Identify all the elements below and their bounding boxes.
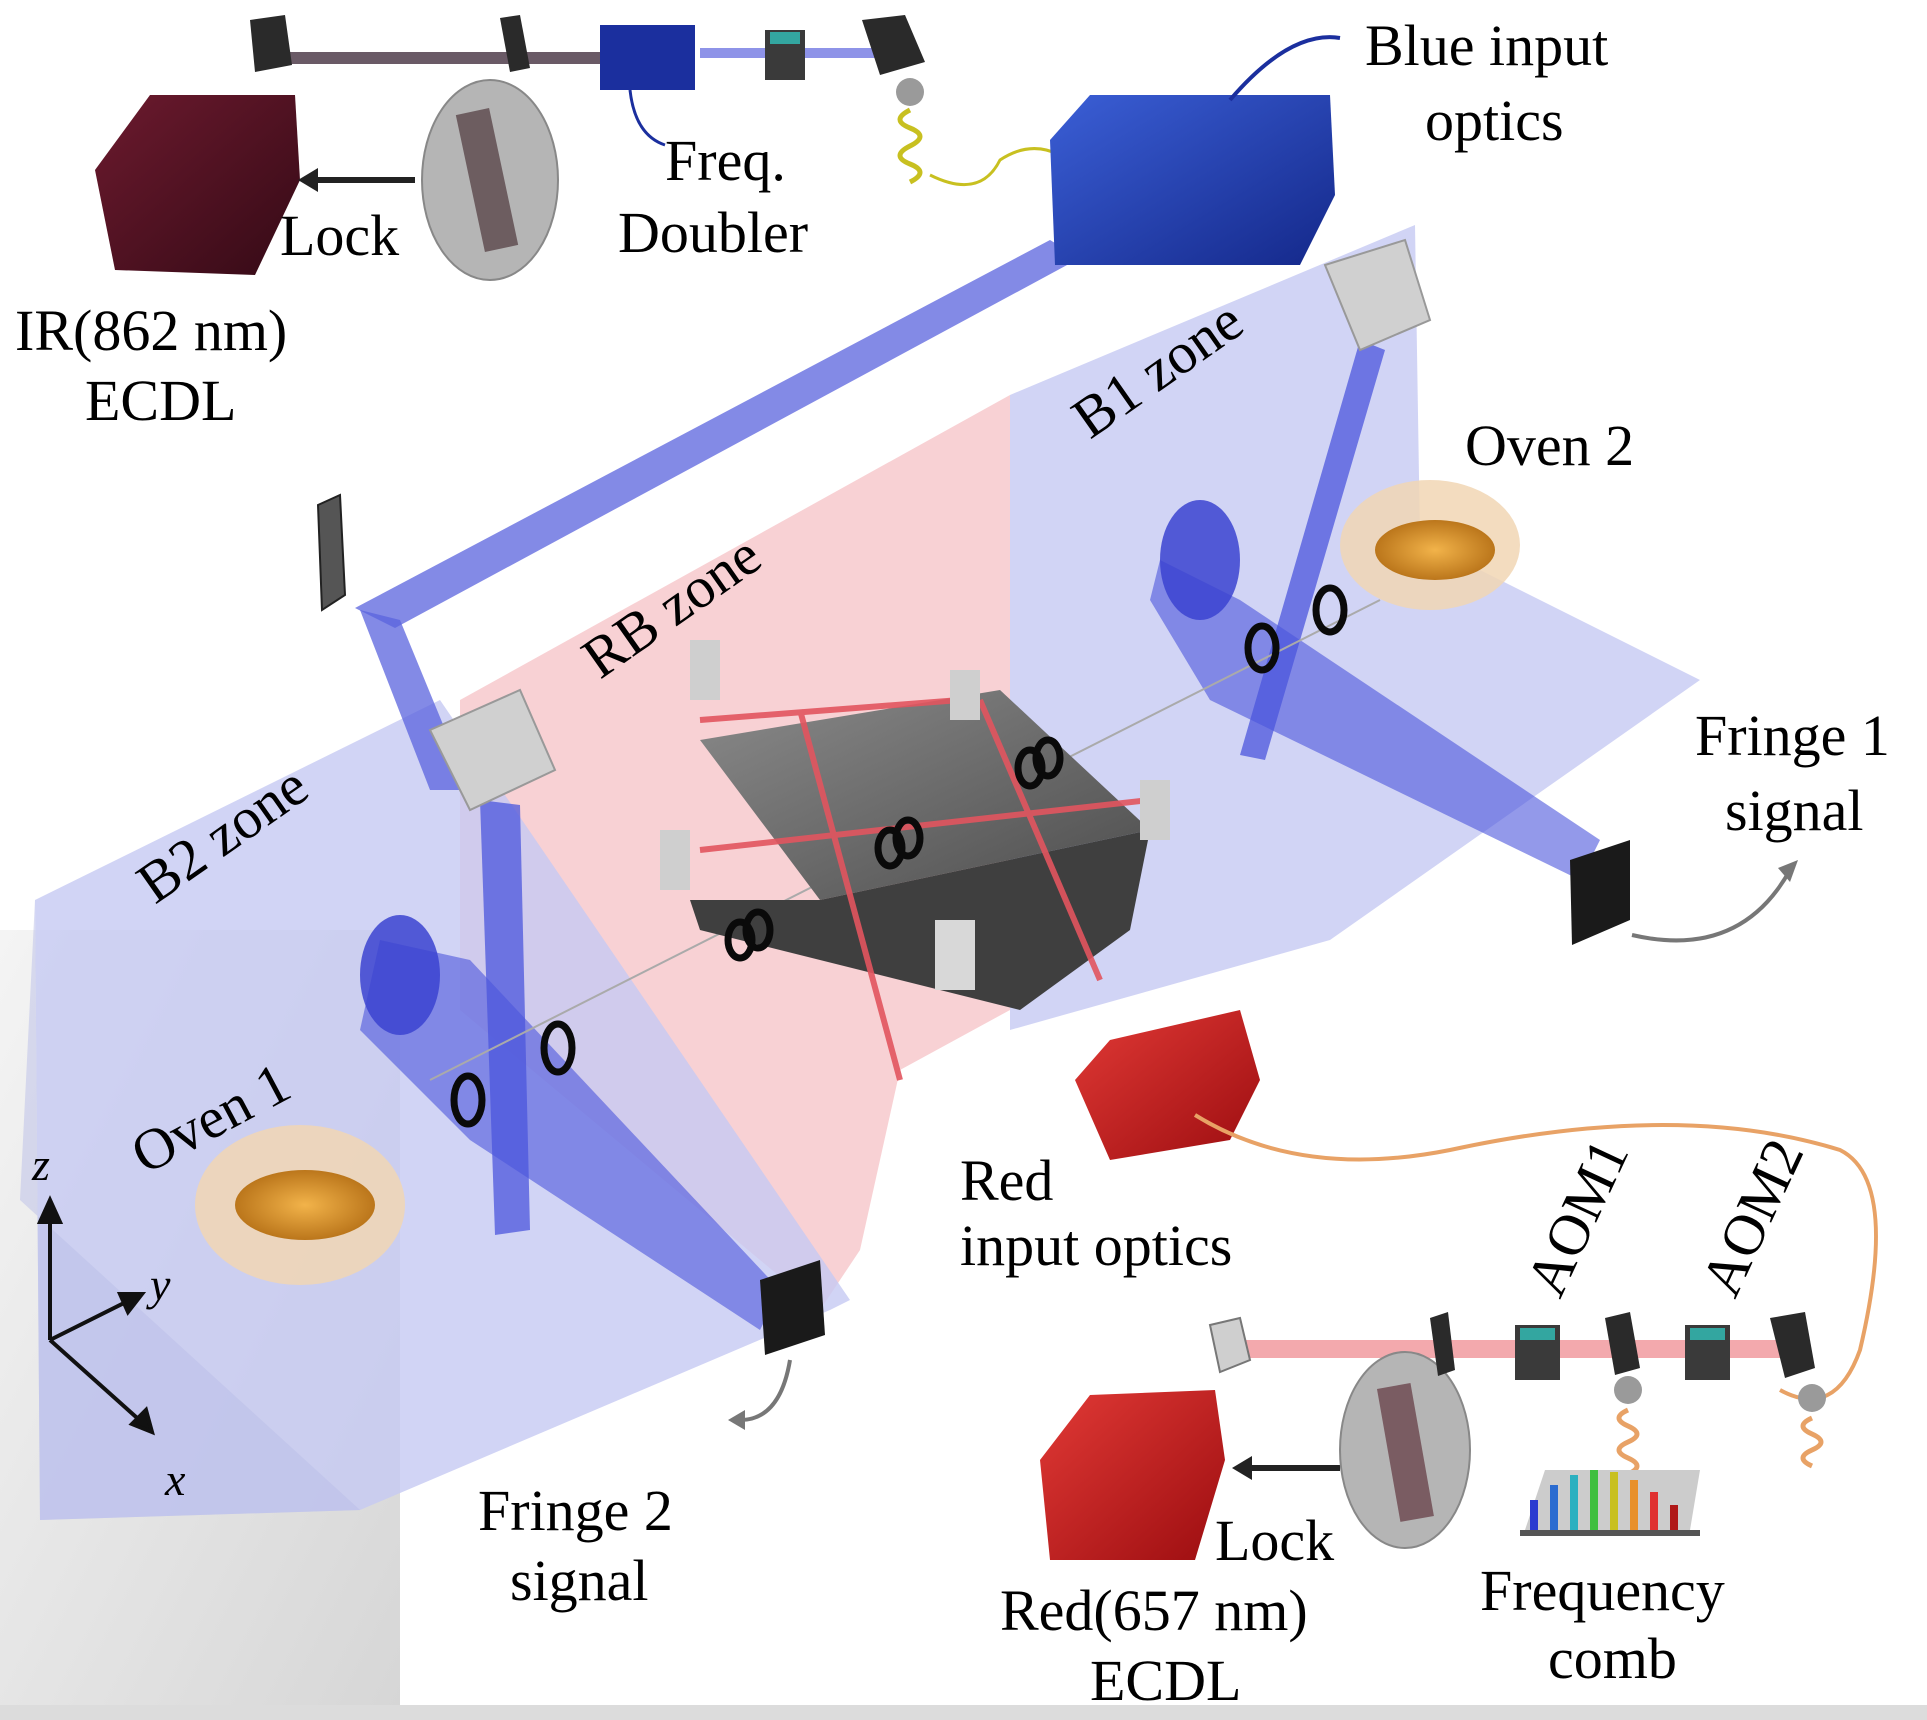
b1-mirror [1323,238,1432,352]
b1-oven-cone [1160,500,1240,620]
rb-mirror-2 [950,670,980,720]
bottom-mirror-1 [1208,1316,1252,1374]
b2-oven-cone [360,915,440,1035]
rb-mirror-3 [660,830,690,890]
oven1-core [235,1170,375,1240]
aom1-box-top [1520,1328,1555,1340]
fringe2-arrow-head [728,1410,745,1430]
blue-input-optics-box [1050,95,1335,265]
ir-ecdl-box [95,95,300,275]
rb-mirror-5 [935,920,975,990]
fiber-coil-bottom-2 [1800,1415,1824,1469]
rb-mirror-4 [1140,780,1170,840]
fringe2-detector [760,1260,825,1355]
freq-doubler-box [600,25,695,90]
label-ir-ecdl-2: ECDL [85,368,236,433]
label-ir-ecdl-1: IR(862 nm) [15,298,287,363]
label-red-input-optics-1: Red [960,1148,1053,1213]
label-fringe2-2: signal [510,1548,649,1613]
top-mirror-3 [862,15,925,75]
fiber-coil-top [897,107,923,185]
bottom-mirror-3 [1605,1312,1640,1375]
red-ecdl-box [1040,1390,1225,1560]
red-beam-bottom [1225,1340,1795,1358]
bottom-edge-strip [0,1705,1927,1720]
bottom-mirror-4 [1770,1312,1815,1378]
top-mirror-1 [250,15,292,72]
fringe1-arrow [1631,869,1792,943]
fiber-coupler-bottom-2 [1798,1384,1826,1412]
label-freq-comb-1: Frequency [1480,1558,1725,1623]
fiber-coupler-top [896,78,924,106]
label-red-input-optics-2: input optics [960,1213,1232,1278]
bottom-mirror-2 [1430,1312,1455,1376]
fiber-coupler-bottom-1 [1614,1376,1642,1404]
lock-arrow-bottom-head [1232,1456,1252,1480]
fiber-cable-top [929,147,1061,187]
fiber-coil-bottom-1 [1616,1407,1640,1477]
label-lock-bottom: Lock [1215,1508,1334,1573]
frequency-comb-spectrum [1520,1470,1700,1536]
rb-cube-front [690,830,1150,1010]
blue-input-cable [1228,35,1341,102]
label-aom2: AOM2 [1688,1129,1816,1305]
axis-label-y: y [146,1259,171,1310]
label-freq-doubler-1: Freq. [665,128,786,193]
label-red-ecdl-1: Red(657 nm) [1000,1578,1308,1643]
label-freq-comb-2: comb [1548,1626,1677,1691]
label-red-ecdl-2: ECDL [1090,1648,1241,1713]
fringe2-arrow [739,1359,792,1422]
label-fringe1-2: signal [1725,778,1864,843]
axis-triad [36,1195,155,1436]
freq-doubler-cable [628,89,666,147]
red-fiber-cable [1193,1113,1878,1401]
label-blue-input-optics-2: optics [1425,88,1564,153]
oven2-core [1375,520,1495,580]
ir-beam-top [290,52,620,64]
label-freq-doubler-2: Doubler [618,200,808,265]
label-fringe1-1: Fringe 1 [1695,703,1890,768]
ref-cavity-bottom-core [1376,1383,1434,1522]
label-oven2: Oven 2 [1465,413,1634,478]
b2-mirror [428,688,557,812]
blue-fringe-cone-b2 [360,940,780,1330]
b2-zone-side [20,900,360,1520]
label-aom1: AOM1 [1513,1129,1641,1305]
fringe1-arrow-head [1778,860,1798,882]
red-input-optics-box [1075,1010,1260,1160]
label-fringe2-1: Fringe 2 [478,1478,673,1543]
rb-mirror-1 [690,640,720,700]
mirror-left [316,493,347,612]
aom2-box-top [1690,1328,1725,1340]
ref-cavity-top-core [455,107,519,253]
b1-zone-plane [1010,225,1700,1030]
fringe1-detector [1570,840,1630,945]
axis-label-x: x [164,1454,186,1505]
lock-arrow-top-head [298,168,318,192]
label-blue-input-optics-1: Blue input [1365,13,1608,78]
blue-fringe-cone-b1 [1150,560,1600,880]
label-lock-top: Lock [280,203,399,268]
axis-label-z: z [31,1139,50,1190]
rb-red-grid [699,697,1151,1081]
top-mirror-2 [500,15,530,72]
atom-rings [450,584,1348,1128]
blue-beam-diagonal [355,240,1080,628]
top-aom-box-top [770,32,800,44]
